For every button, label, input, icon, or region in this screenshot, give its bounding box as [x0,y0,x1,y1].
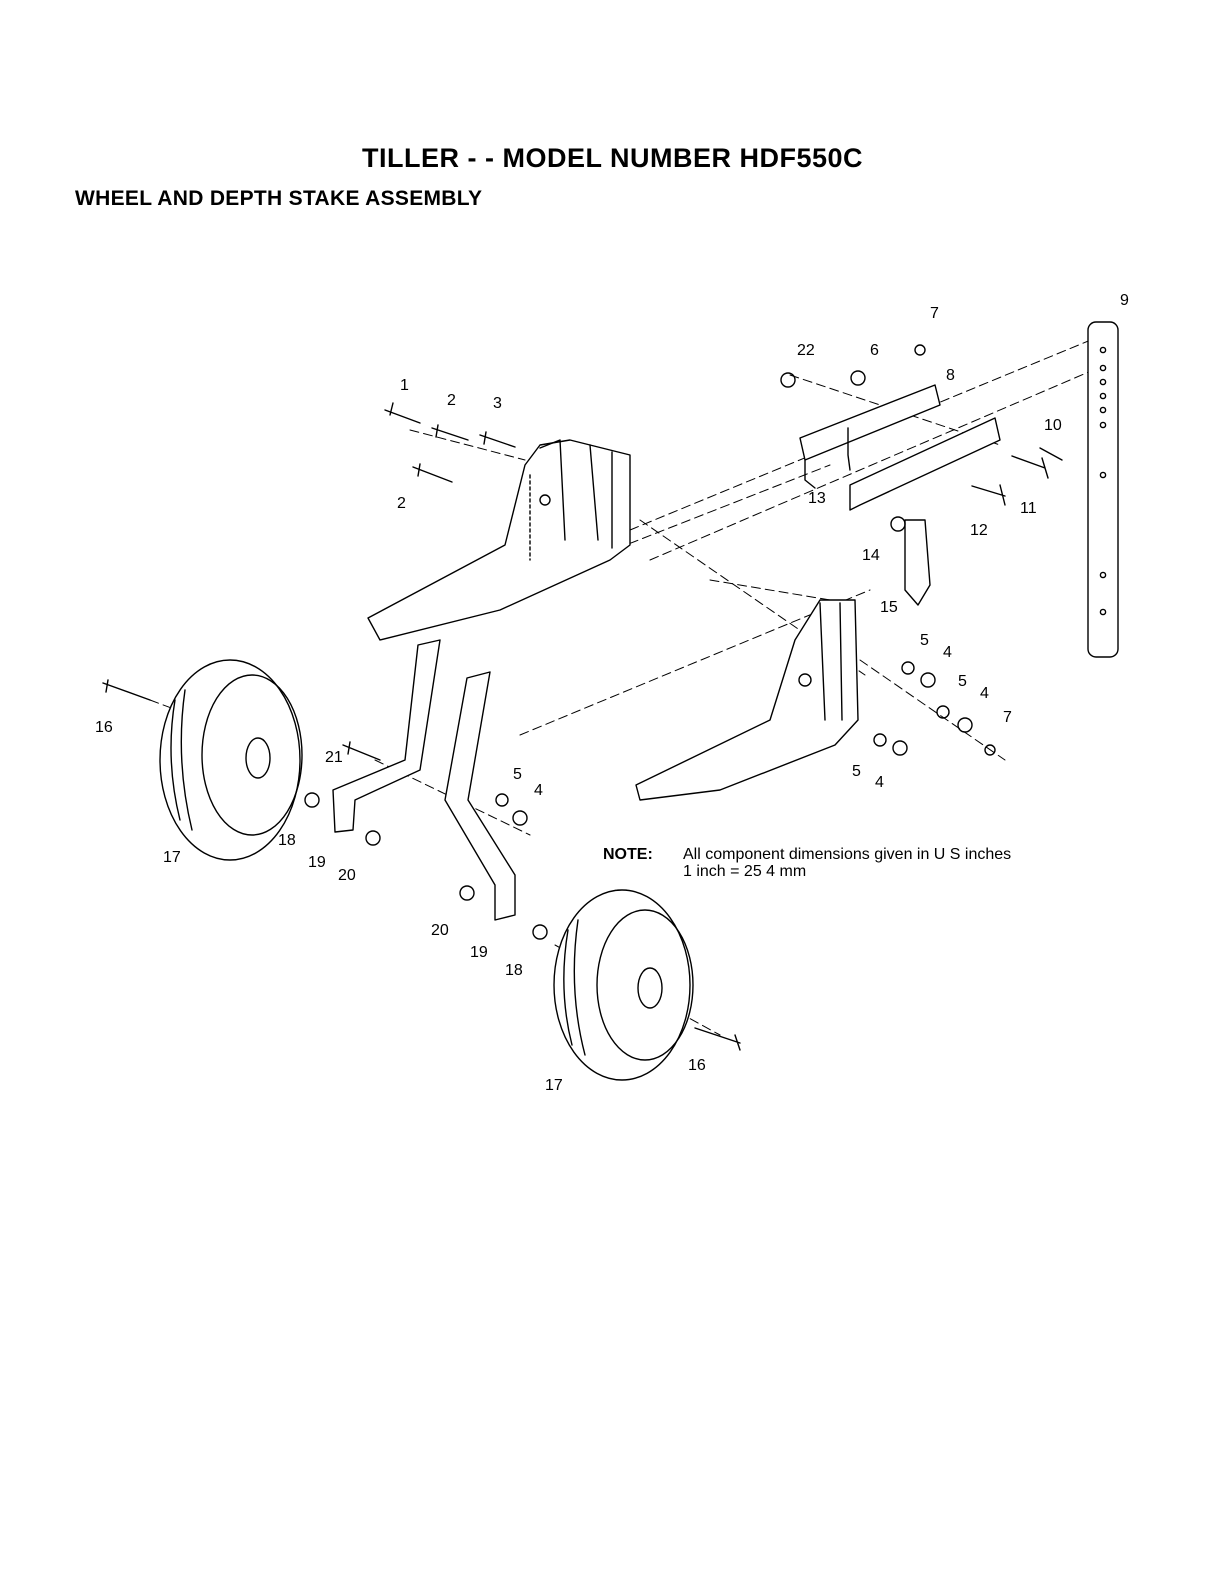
callout-4d: 4 [534,782,543,799]
note-line-1: NOTE:All component dimensions given in U… [603,846,1011,863]
callout-22: 22 [797,342,815,359]
callout-6: 6 [870,342,879,359]
callout-15: 15 [880,599,898,616]
callout-8: 8 [946,367,955,384]
callout-5d: 5 [513,766,522,783]
stake-bracket-plates [800,385,1000,510]
callout-18a: 18 [278,832,296,849]
callout-2b: 2 [397,495,406,512]
callout-11: 11 [1020,500,1037,517]
callout-2a: 2 [447,392,456,409]
callout-4b: 4 [980,685,989,702]
callout-5b: 5 [958,673,967,690]
left-frame-bracket [368,440,630,640]
wheel-left [160,660,302,860]
callout-20a: 20 [338,867,356,884]
callout-5c: 5 [852,763,861,780]
wheel-right [554,890,693,1080]
callout-12: 12 [970,522,988,539]
callout-14: 14 [862,547,880,564]
callout-16b: 16 [688,1057,706,1074]
callout-5a: 5 [920,632,929,649]
callout-10: 10 [1044,417,1062,434]
callout-18b: 18 [505,962,523,979]
callout-13: 13 [808,490,826,507]
right-frame-bracket [636,600,858,800]
callout-17b: 17 [545,1077,563,1094]
callout-4a: 4 [943,644,952,661]
wheel-brackets [333,640,515,920]
callout-4c: 4 [875,774,884,791]
dimensions-note: NOTE:All component dimensions given in U… [603,846,1011,880]
note-text-1: All component dimensions given in U S in… [683,846,1011,863]
callout-21: 21 [325,749,343,766]
callout-20b: 20 [431,922,449,939]
callout-19a: 19 [308,854,326,871]
callout-17a: 17 [163,849,181,866]
callout-3: 3 [493,395,502,412]
stake-latch [891,517,930,605]
callout-19b: 19 [470,944,488,961]
callout-9: 9 [1120,292,1129,309]
callout-16a: 16 [95,719,113,736]
callout-7b: 7 [1003,709,1012,726]
note-label: NOTE: [603,846,683,863]
depth-stake [1088,322,1118,657]
note-text-2: 1 inch = 25 4 mm [603,863,1011,880]
callout-7a: 7 [930,305,939,322]
callout-1: 1 [400,377,409,394]
